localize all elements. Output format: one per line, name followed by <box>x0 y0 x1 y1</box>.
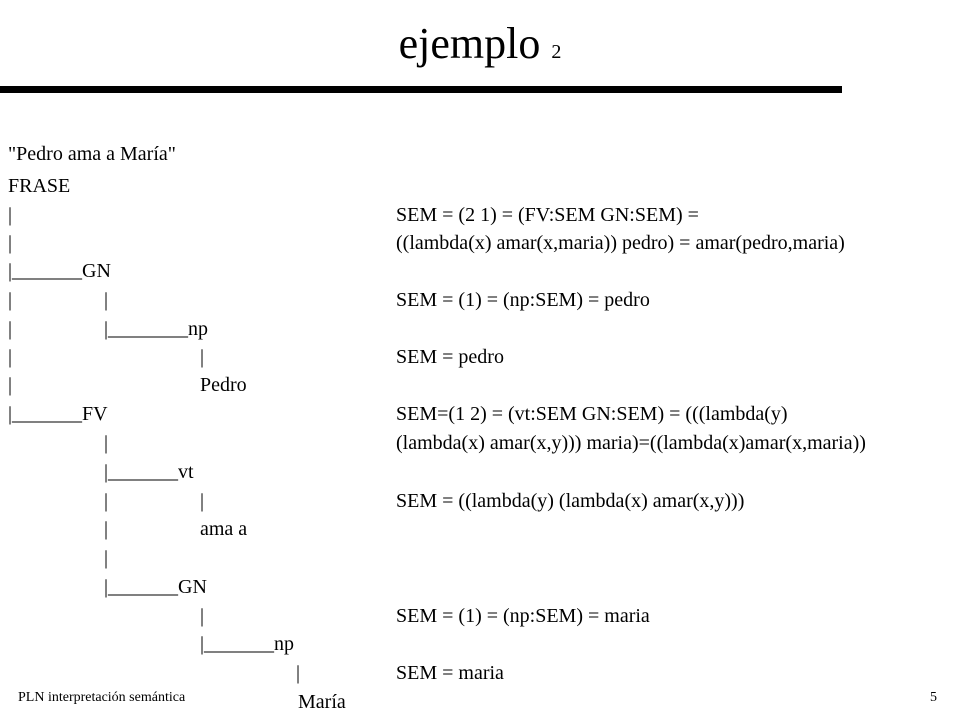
tree-node-vt: vt <box>178 461 194 483</box>
tree-edge-fv: |_______FV <box>8 403 108 425</box>
tree-branch: | <box>8 346 13 368</box>
tree-edge-np1: |________np <box>104 318 209 340</box>
sem-frase-line2: ((lambda(x) amar(x,maria)) pedro) = amar… <box>396 232 845 254</box>
title-number: 2 <box>551 41 562 63</box>
tree-branch: | <box>8 374 13 396</box>
footer-course: PLN interpretación semántica <box>18 690 186 705</box>
tree-edge-gn1: |_______GN <box>8 260 111 282</box>
tree-node-np2: np <box>274 633 295 655</box>
tree-edge-vt: |_______vt <box>104 461 194 483</box>
sem-np2: SEM = maria <box>396 662 504 684</box>
sem-gn2: SEM = (1) = (np:SEM) = maria <box>396 605 650 627</box>
tree-node-gn1: GN <box>82 260 111 282</box>
slide-title: ejemplo 2 <box>0 18 960 78</box>
tree-branch: | <box>104 490 109 512</box>
tree-branch: | <box>200 490 205 512</box>
tree-node-gn2: GN <box>178 576 207 598</box>
tree-branch: | <box>104 518 109 540</box>
tree-branch: | <box>104 547 109 569</box>
tree-branch: | <box>104 289 109 311</box>
tree-edge-gn2: |_______GN <box>104 576 207 598</box>
title-text: ejemplo <box>398 19 541 68</box>
tree-leaf-maria: María <box>298 691 346 713</box>
tree-branch: | <box>8 289 13 311</box>
tree-node-np1: np <box>188 318 209 340</box>
tree-branch: | <box>8 232 13 254</box>
tree-leaf-ama: ama a <box>200 518 248 540</box>
footer-page-number: 5 <box>930 690 937 705</box>
sem-fv-line2: (lambda(x) amar(x,y))) maria)=((lambda(x… <box>396 432 866 454</box>
tree-branch: | <box>104 432 109 454</box>
tree-edge-np2: |_______np <box>200 633 295 655</box>
tree-leaf-pedro: Pedro <box>200 374 247 396</box>
tree-branch: | <box>296 662 301 684</box>
sem-vt: SEM = ((lambda(y) (lambda(x) amar(x,y))) <box>396 490 745 512</box>
tree-branch: | <box>200 346 205 368</box>
tree-branch: | <box>200 605 205 627</box>
tree-branch: | <box>8 318 13 340</box>
tree-branch: | <box>8 204 13 226</box>
sem-fv-line1: SEM=(1 2) = (vt:SEM GN:SEM) = (((lambda(… <box>396 403 788 425</box>
sem-frase-line1: SEM = (2 1) = (FV:SEM GN:SEM) = <box>396 204 699 226</box>
title-rule <box>0 86 842 93</box>
sem-gn1: SEM = (1) = (np:SEM) = pedro <box>396 289 650 311</box>
tree-node-frase: FRASE <box>8 175 71 197</box>
sentence-text: "Pedro ama a María" <box>8 143 176 165</box>
sem-np1: SEM = pedro <box>396 346 504 368</box>
tree-node-fv: FV <box>82 403 108 425</box>
